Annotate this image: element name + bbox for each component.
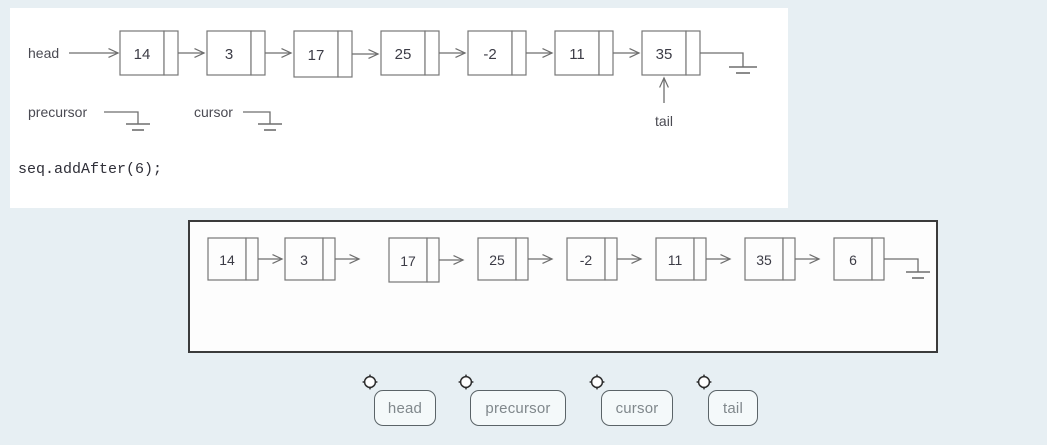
token-anchor-cursor-icon[interactable] [589,374,605,390]
draggable-token-head[interactable]: head [374,390,436,426]
token-anchor-tail-icon[interactable] [696,374,712,390]
draggable-token-tail[interactable]: tail [708,390,758,426]
token-anchor-head-icon[interactable] [362,374,378,390]
watermark [210,292,730,352]
token-label: head [387,399,423,417]
token-label: cursor [615,399,659,417]
token-label: tail [723,399,743,417]
draggable-token-precursor[interactable]: precursor [470,390,566,426]
question-panel [10,8,788,208]
token-label: precursor [485,399,551,417]
draggable-token-cursor[interactable]: cursor [601,390,673,426]
token-anchor-precursor-icon[interactable] [458,374,474,390]
